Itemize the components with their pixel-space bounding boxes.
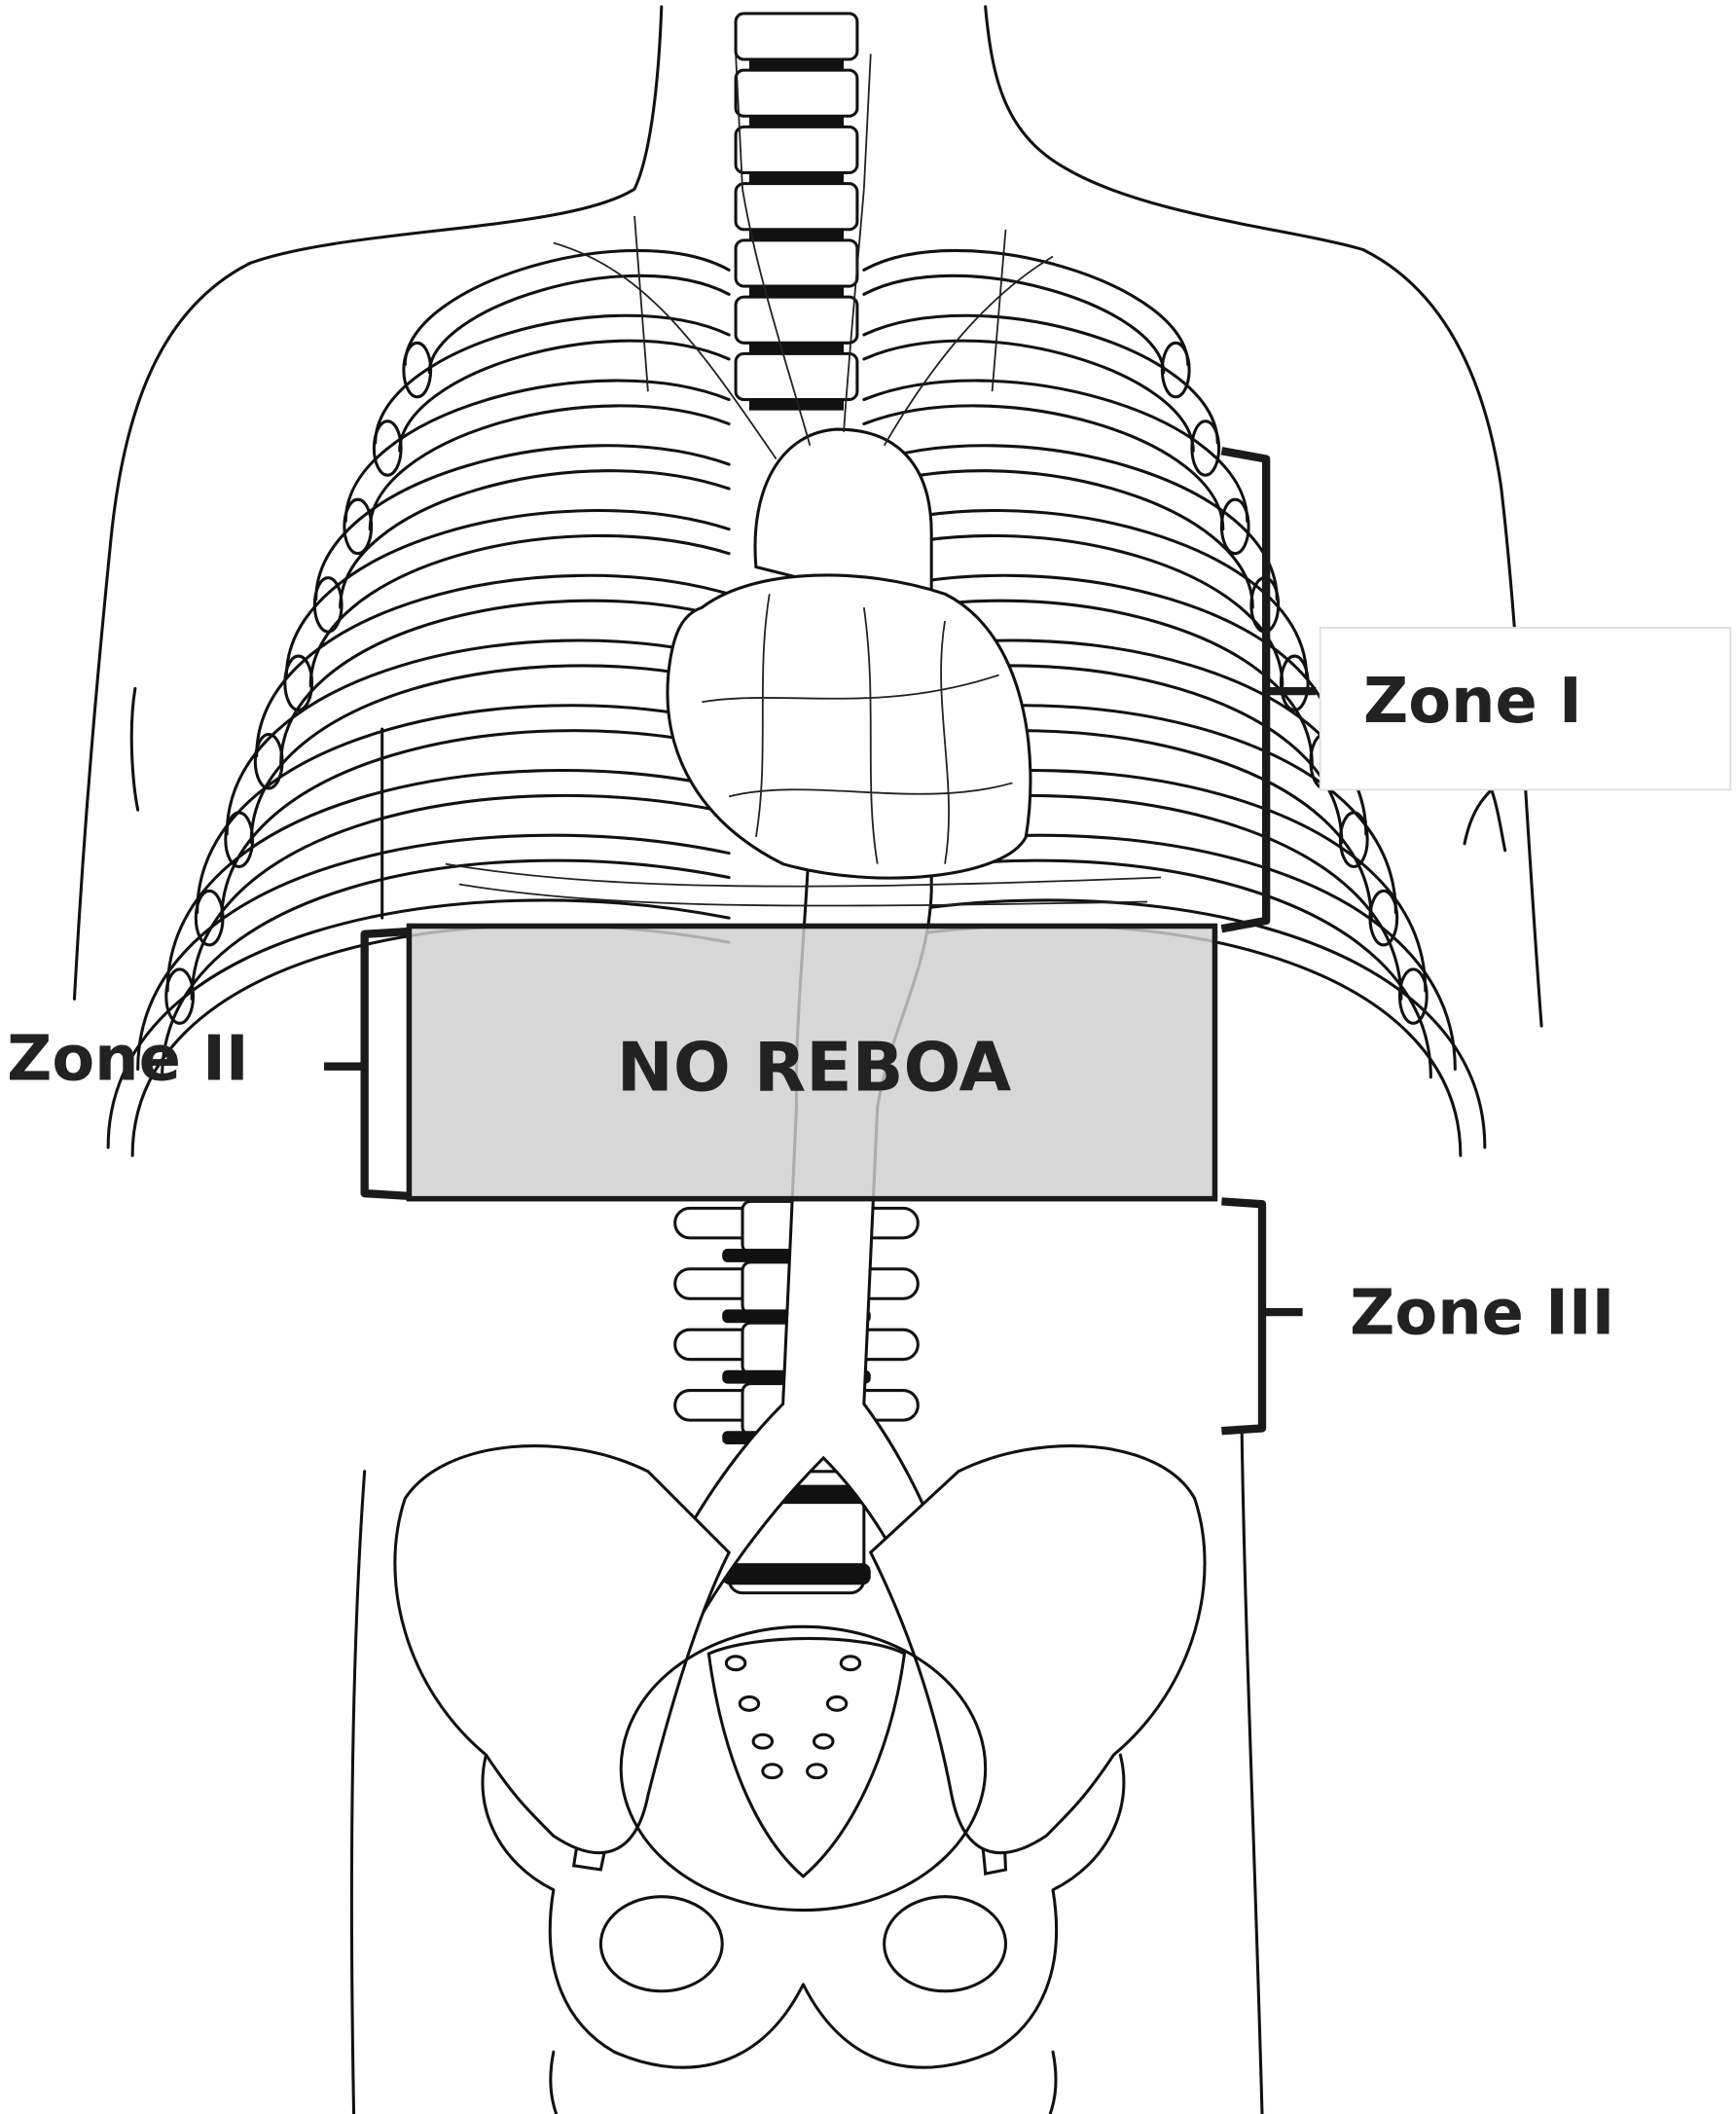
rib xyxy=(398,339,731,453)
no-reboa-label: NO REBOA xyxy=(617,1030,1012,1108)
rib-end xyxy=(1160,341,1191,399)
zone-1-bracket: Zone I xyxy=(1220,447,1732,933)
disc xyxy=(748,343,845,354)
sacral-foramen xyxy=(839,1655,862,1672)
disc xyxy=(748,116,845,128)
vertebra xyxy=(734,68,859,118)
rib xyxy=(862,273,1166,375)
rib xyxy=(225,638,731,836)
rib xyxy=(344,379,731,523)
rib-end xyxy=(343,497,374,556)
pelvis xyxy=(393,1444,1207,2114)
rib-end xyxy=(1397,967,1429,1025)
no-reboa-zone-overlay: NO REBOA xyxy=(406,923,1218,1202)
sacral-foramen xyxy=(738,1695,761,1712)
vertebra xyxy=(734,12,859,61)
vertebra xyxy=(734,182,859,232)
vertebra xyxy=(734,295,859,345)
rib xyxy=(190,793,731,1001)
rib xyxy=(106,898,731,1149)
zone-1-label: Zone I xyxy=(1363,666,1582,738)
rib xyxy=(255,573,731,758)
sacral-foramen xyxy=(812,1732,835,1750)
rib xyxy=(862,898,1487,1149)
rib-end xyxy=(1219,497,1250,556)
rib xyxy=(339,469,731,609)
zone-2-bracket: Zone II xyxy=(7,927,410,1201)
heart xyxy=(445,573,1162,907)
rib-end xyxy=(1190,419,1221,477)
rib xyxy=(862,248,1190,367)
rib xyxy=(427,273,731,375)
rib-end xyxy=(402,341,433,399)
sacral-foramen xyxy=(751,1732,775,1750)
rib xyxy=(314,444,731,601)
vertebra xyxy=(734,125,859,175)
disc xyxy=(748,399,845,411)
rib xyxy=(403,248,731,367)
zone-2-label: Zone II xyxy=(7,1024,248,1096)
rib xyxy=(284,509,731,679)
zone-3-bracket: Zone III xyxy=(1221,1197,1614,1436)
rib xyxy=(862,404,1225,531)
rib xyxy=(368,404,731,531)
rib xyxy=(136,833,731,1072)
disc xyxy=(748,172,845,184)
rib xyxy=(220,729,731,923)
vertebra xyxy=(734,351,859,402)
zone-3-label: Zone III xyxy=(1350,1277,1614,1349)
rib xyxy=(862,509,1309,679)
rib xyxy=(862,339,1195,453)
rib xyxy=(862,469,1254,609)
sacral-foramen xyxy=(724,1655,747,1672)
rib xyxy=(862,379,1249,523)
disc xyxy=(748,286,845,298)
rib xyxy=(374,313,731,445)
disc xyxy=(748,59,845,71)
rib-end xyxy=(253,732,284,790)
rib xyxy=(308,533,731,688)
disc xyxy=(748,229,845,240)
rib xyxy=(165,769,731,993)
sacral-foramen xyxy=(806,1763,828,1780)
sacral-foramen xyxy=(825,1695,849,1712)
sacral-foramen xyxy=(761,1763,783,1780)
rib xyxy=(862,313,1219,445)
rib-end xyxy=(164,967,196,1025)
rib-end xyxy=(372,419,403,477)
rib xyxy=(279,599,731,766)
rib xyxy=(196,704,731,915)
rib xyxy=(161,858,731,1079)
